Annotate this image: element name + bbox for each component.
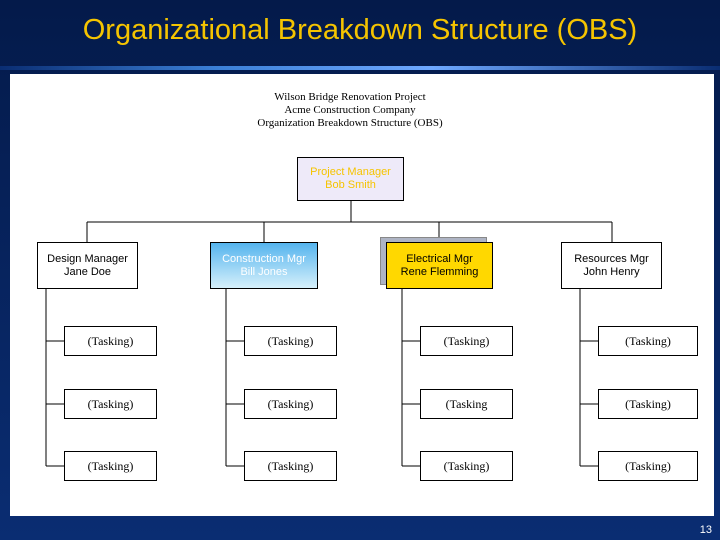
task-box: (Tasking) (598, 326, 698, 356)
task-box: (Tasking) (64, 451, 157, 481)
task-box: (Tasking) (244, 451, 337, 481)
chart-subtitle: Organization Breakdown Structure (OBS) (257, 117, 443, 129)
manager-role: Resources Mgr (574, 252, 649, 265)
task-box: (Tasking) (244, 389, 337, 419)
manager-role: Construction Mgr (222, 252, 306, 265)
manager-name: John Henry (583, 265, 640, 278)
project-manager-name: Bob Smith (325, 179, 376, 191)
manager-name: Bill Jones (240, 265, 288, 278)
task-box: (Tasking) (244, 326, 337, 356)
obs-chart-panel (10, 74, 714, 516)
task-box: (Tasking) (598, 389, 698, 419)
page-number: 13 (699, 524, 712, 536)
task-box: (Tasking (420, 389, 513, 419)
project-name: Wilson Bridge Renovation Project (274, 91, 426, 103)
manager-role: Design Manager (47, 252, 128, 265)
manager-name: Jane Doe (63, 265, 112, 278)
task-box: (Tasking) (64, 326, 157, 356)
chart-header: Wilson Bridge Renovation Project Acme Co… (200, 91, 500, 130)
task-box: (Tasking) (420, 451, 513, 481)
project-manager-box: Project Manager Bob Smith (297, 157, 404, 201)
design-manager-box: Design Manager Jane Doe (37, 242, 138, 289)
resources-manager-box: Resources Mgr John Henry (561, 242, 662, 289)
task-box: (Tasking) (64, 389, 157, 419)
task-box: (Tasking) (598, 451, 698, 481)
electrical-manager-box: Electrical Mgr Rene Flemming (386, 242, 493, 289)
company-name: Acme Construction Company (284, 104, 416, 116)
title-divider (0, 66, 720, 70)
task-box: (Tasking) (420, 326, 513, 356)
slide-title: Organizational Breakdown Structure (OBS) (82, 14, 638, 46)
manager-name: Rene Flemming (400, 265, 479, 278)
manager-role: Electrical Mgr (406, 252, 473, 265)
construction-manager-box: Construction Mgr Bill Jones (210, 242, 318, 289)
project-manager-role: Project Manager (310, 166, 391, 178)
